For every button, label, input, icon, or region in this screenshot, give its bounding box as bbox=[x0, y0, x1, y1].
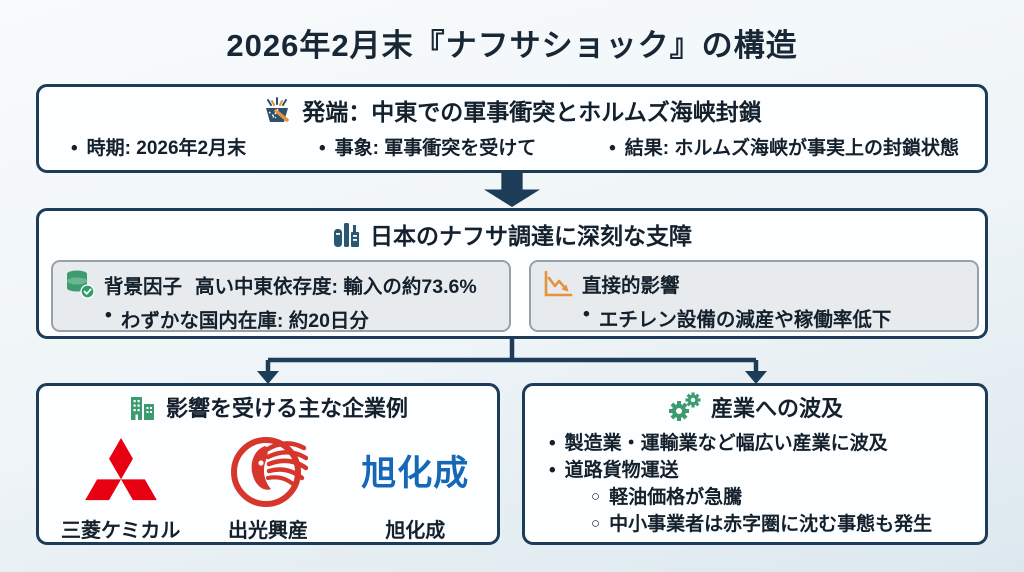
trigger-box-header: 発端：中東での軍事衝突とホルムズ海峡封鎖 bbox=[39, 87, 985, 133]
company-name: 出光興産 bbox=[227, 520, 308, 542]
company-name: 三菱ケミカル bbox=[60, 520, 181, 542]
flow-connector bbox=[257, 338, 767, 384]
trigger-item: • 時期: 2026年2月末 bbox=[71, 138, 247, 159]
companies-heading: 影響を受ける主な企業例 bbox=[165, 396, 408, 421]
background-factors-panel: 背景因子 高い中東依存度: 輸入の約73.6% • わずかな国内在庫: 約20日… bbox=[51, 260, 511, 332]
page-title: 2026年2月末『ナフサショック』の構造 bbox=[226, 28, 798, 63]
ethylene-fact: エチレン設備の減産や稼働率低下 bbox=[598, 309, 892, 331]
background-factors-heading: 背景因子 bbox=[104, 275, 183, 298]
buildings-icon bbox=[130, 397, 154, 420]
stock-fact: わずかな国内在庫: 約20日分 bbox=[120, 310, 369, 332]
direct-impact-heading: 直接的影響 bbox=[582, 275, 680, 297]
companies-box-header: 影響を受ける主な企業例 bbox=[39, 386, 497, 428]
trigger-item: • 事象: 軍事衝突を受けて bbox=[318, 138, 537, 159]
industry-subitem: ○ 軽油価格が急騰 bbox=[591, 487, 743, 508]
industry-box-header: 産業への波及 bbox=[525, 386, 985, 428]
flow-arrow-down bbox=[484, 172, 540, 207]
industry-item: • 道路貨物運送 bbox=[549, 460, 679, 481]
direct-impact-panel: 直接的影響 • エチレン設備の減産や稼働率低下 bbox=[529, 260, 979, 332]
database-check-icon bbox=[67, 270, 95, 299]
asahi-kasei-logo: 旭化成 bbox=[361, 453, 470, 493]
supply-box-header: 日本のナフサ調達に深刻な支障 bbox=[39, 211, 985, 257]
company-logos: 旭化成 bbox=[39, 430, 497, 510]
supply-heading: 日本のナフサ調達に深刻な支障 bbox=[370, 223, 692, 249]
explosion-icon bbox=[266, 97, 289, 122]
company-name: 旭化成 bbox=[385, 520, 446, 542]
refinery-icon bbox=[334, 223, 359, 247]
trigger-items: • 時期: 2026年2月末 • 事象: 軍事衝突を受けて • 結果: ホルムズ… bbox=[39, 133, 985, 160]
industry-box: 産業への波及 • 製造業・運輸業など幅広い産業に波及 • 道路貨物運送 ○ 軽油… bbox=[522, 383, 988, 545]
dependency-fact: 高い中東依存度: 輸入の約73.6% bbox=[195, 275, 477, 298]
gears-icon bbox=[668, 392, 701, 421]
trigger-box: 発端：中東での軍事衝突とホルムズ海峡封鎖 • 時期: 2026年2月末 • 事象… bbox=[36, 84, 988, 173]
companies-box: 影響を受ける主な企業例 bbox=[36, 383, 500, 545]
industry-subitem: ○ 中小事業者は赤字圏に沈む事態も発生 bbox=[591, 514, 933, 535]
industry-heading: 産業への波及 bbox=[710, 396, 843, 421]
industry-item: • 製造業・運輸業など幅広い産業に波及 bbox=[549, 433, 888, 454]
mitsubishi-logo bbox=[84, 438, 157, 501]
trigger-heading: 発端：中東での軍事衝突とホルムズ海峡封鎖 bbox=[302, 99, 762, 125]
idemitsu-logo bbox=[230, 437, 308, 507]
industry-items: • 製造業・運輸業など幅広い産業に波及 • 道路貨物運送 ○ 軽油価格が急騰 ○… bbox=[525, 428, 985, 538]
trigger-item: • 結果: ホルムズ海峡が事実上の封鎖状態 bbox=[609, 138, 959, 159]
chart-decline-icon bbox=[544, 270, 573, 296]
supply-box: 日本のナフサ調達に深刻な支障 背景因子 高い中東依存度: 輸入の約73.6% •… bbox=[36, 208, 988, 339]
company-names: 三菱ケミカル 出光興産 旭化成 bbox=[39, 514, 497, 543]
